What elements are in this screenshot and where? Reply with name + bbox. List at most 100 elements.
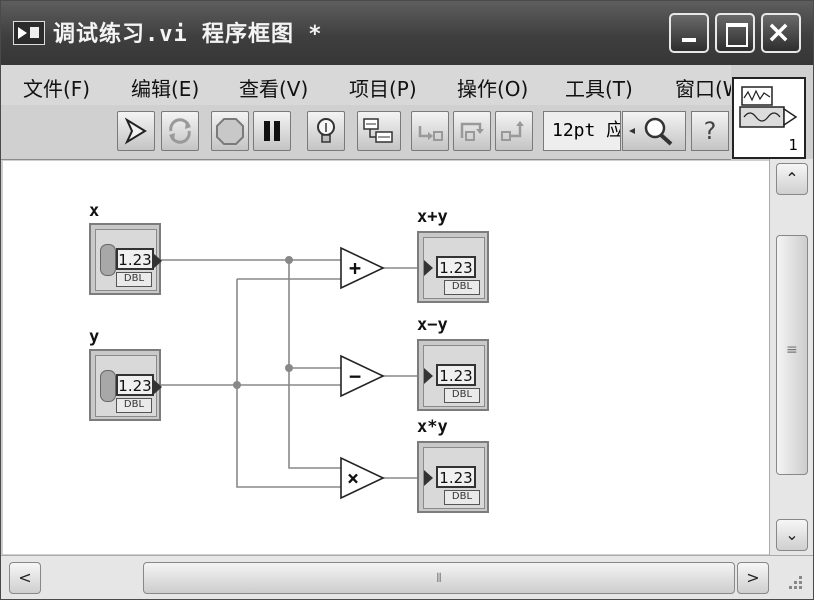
menu-operate[interactable]: 操作(O) xyxy=(457,77,529,101)
step-over-icon xyxy=(460,122,484,141)
pause-icon xyxy=(264,121,280,141)
menu-bar: 文件(F) 编辑(E) 查看(V) 项目(P) 操作(O) 工具(T) 窗口(W… xyxy=(1,65,731,106)
datatype-badge: DBL xyxy=(444,490,480,505)
scroll-right-button[interactable]: > xyxy=(737,562,769,594)
chevron-right-icon: > xyxy=(746,568,760,587)
wire-x-branch xyxy=(288,260,343,469)
numeric-indicator-diff[interactable]: 1.23 DBL xyxy=(417,339,489,411)
horizontal-scroll-thumb[interactable]: ⦀ xyxy=(143,562,735,594)
vertical-scroll-thumb[interactable]: ≡ xyxy=(776,235,808,475)
numeric-indicator-sum[interactable]: 1.23 DBL xyxy=(417,231,489,303)
vi-connector-pane-icon[interactable]: 1 xyxy=(732,77,806,159)
numeric-value: 1.23 xyxy=(116,248,154,270)
retain-wire-values-icon xyxy=(363,118,393,143)
highlight-execution-button[interactable] xyxy=(307,111,345,151)
input-terminal-icon xyxy=(424,260,433,276)
menu-edit[interactable]: 编辑(E) xyxy=(131,77,200,101)
minimize-button[interactable] xyxy=(669,13,709,53)
block-diagram-canvas[interactable]: + − × x 1.23 DBL y 1.23 DBL x+y xyxy=(3,161,769,554)
grip-icon: ≡ xyxy=(786,342,798,358)
numeric-indicator-prod[interactable]: 1.23 DBL xyxy=(417,441,489,513)
waveform-icon xyxy=(739,86,798,128)
wire-junction-x-sub xyxy=(285,364,293,372)
chevron-left-icon: < xyxy=(18,568,32,587)
subtract-function-symbol: − xyxy=(349,364,362,388)
retain-wire-values-button[interactable] xyxy=(357,111,401,151)
step-out-button[interactable] xyxy=(495,111,533,151)
window-title: 调试练习.vi 程序框图 * xyxy=(53,22,323,47)
indicator-label-prod: x*y xyxy=(417,417,448,437)
run-continuously-icon xyxy=(169,118,191,144)
minimize-icon xyxy=(682,38,696,42)
indicator-frame: 1.23 DBL xyxy=(423,447,485,509)
wire-junction-y xyxy=(233,381,241,389)
step-into-icon xyxy=(418,126,443,141)
step-into-button[interactable] xyxy=(411,111,449,151)
menu-view[interactable]: 查看(V) xyxy=(239,77,309,101)
pause-button[interactable] xyxy=(253,111,291,151)
step-over-button[interactable] xyxy=(453,111,491,151)
help-button[interactable]: ? xyxy=(691,111,729,151)
increment-decrement-icon[interactable] xyxy=(100,370,116,402)
indicator-frame: 1.23 DBL xyxy=(423,345,485,407)
title-bar[interactable]: 调试练习.vi 程序框图 * × xyxy=(1,1,813,65)
numeric-value: 1.23 xyxy=(436,364,476,386)
indicator-label-diff: x−y xyxy=(417,315,448,335)
maximize-button[interactable] xyxy=(715,13,755,53)
menu-file[interactable]: 文件(F) xyxy=(23,77,91,101)
step-out-icon xyxy=(501,121,524,141)
input-terminal-icon xyxy=(424,368,433,384)
control-label-x: x xyxy=(89,201,100,221)
menu-project[interactable]: 项目(P) xyxy=(349,77,417,101)
menu-tools[interactable]: 工具(T) xyxy=(565,77,633,101)
numeric-value: 1.23 xyxy=(436,466,476,488)
chevron-up-icon: ⌃ xyxy=(785,169,799,188)
resize-grip-icon[interactable] xyxy=(783,572,805,594)
multiply-function-node xyxy=(340,456,385,500)
search-icon xyxy=(629,117,673,146)
menu-window[interactable]: 窗口(W) xyxy=(675,77,731,101)
numeric-value: 1.23 xyxy=(116,374,154,396)
vertical-scrollbar[interactable]: ⌃ ≡ ⌄ xyxy=(769,159,813,555)
control-frame: 1.23 DBL xyxy=(95,229,157,291)
connector-pane-number: 1 xyxy=(788,136,798,154)
wire-junction-x xyxy=(285,256,293,264)
search-button[interactable] xyxy=(622,111,686,151)
subtract-function-node xyxy=(340,354,385,398)
output-terminal-icon xyxy=(153,253,162,269)
help-icon: ? xyxy=(703,117,717,145)
add-function-node xyxy=(340,246,385,290)
run-continuously-button[interactable] xyxy=(161,111,199,151)
scroll-up-button[interactable]: ⌃ xyxy=(776,163,808,195)
datatype-badge: DBL xyxy=(444,388,480,403)
datatype-badge: DBL xyxy=(116,272,152,287)
datatype-badge: DBL xyxy=(444,280,480,295)
indicator-label-sum: x+y xyxy=(417,207,448,227)
run-arrow-icon xyxy=(124,117,147,145)
highlight-execution-icon xyxy=(317,118,335,143)
maximize-icon xyxy=(726,23,748,47)
datatype-badge: DBL xyxy=(116,398,152,413)
toolbar: 12pt 应用程序字体 ? xyxy=(1,105,731,160)
scroll-down-button[interactable]: ⌄ xyxy=(776,519,808,551)
indicator-frame: 1.23 DBL xyxy=(423,237,485,299)
input-terminal-icon xyxy=(424,470,433,486)
abort-icon xyxy=(216,118,244,145)
wire-layer xyxy=(161,246,419,500)
horizontal-scrollbar[interactable]: < ⦀ > xyxy=(1,555,813,599)
abort-button[interactable] xyxy=(211,111,249,151)
numeric-control-y[interactable]: 1.23 DBL xyxy=(89,349,162,421)
add-function-symbol: + xyxy=(349,256,362,280)
increment-decrement-icon[interactable] xyxy=(100,244,116,276)
chevron-down-icon: ⌄ xyxy=(785,525,799,544)
close-button[interactable]: × xyxy=(761,13,801,53)
multiply-function-symbol: × xyxy=(347,466,360,490)
scroll-left-button[interactable]: < xyxy=(9,562,41,594)
output-terminal-icon xyxy=(153,379,162,395)
font-dropdown[interactable]: 12pt 应用程序字体 xyxy=(543,111,621,151)
run-button[interactable] xyxy=(117,111,155,151)
numeric-control-x[interactable]: 1.23 DBL xyxy=(89,223,162,295)
vi-icon[interactable] xyxy=(13,21,45,45)
control-frame: 1.23 DBL xyxy=(95,355,157,417)
